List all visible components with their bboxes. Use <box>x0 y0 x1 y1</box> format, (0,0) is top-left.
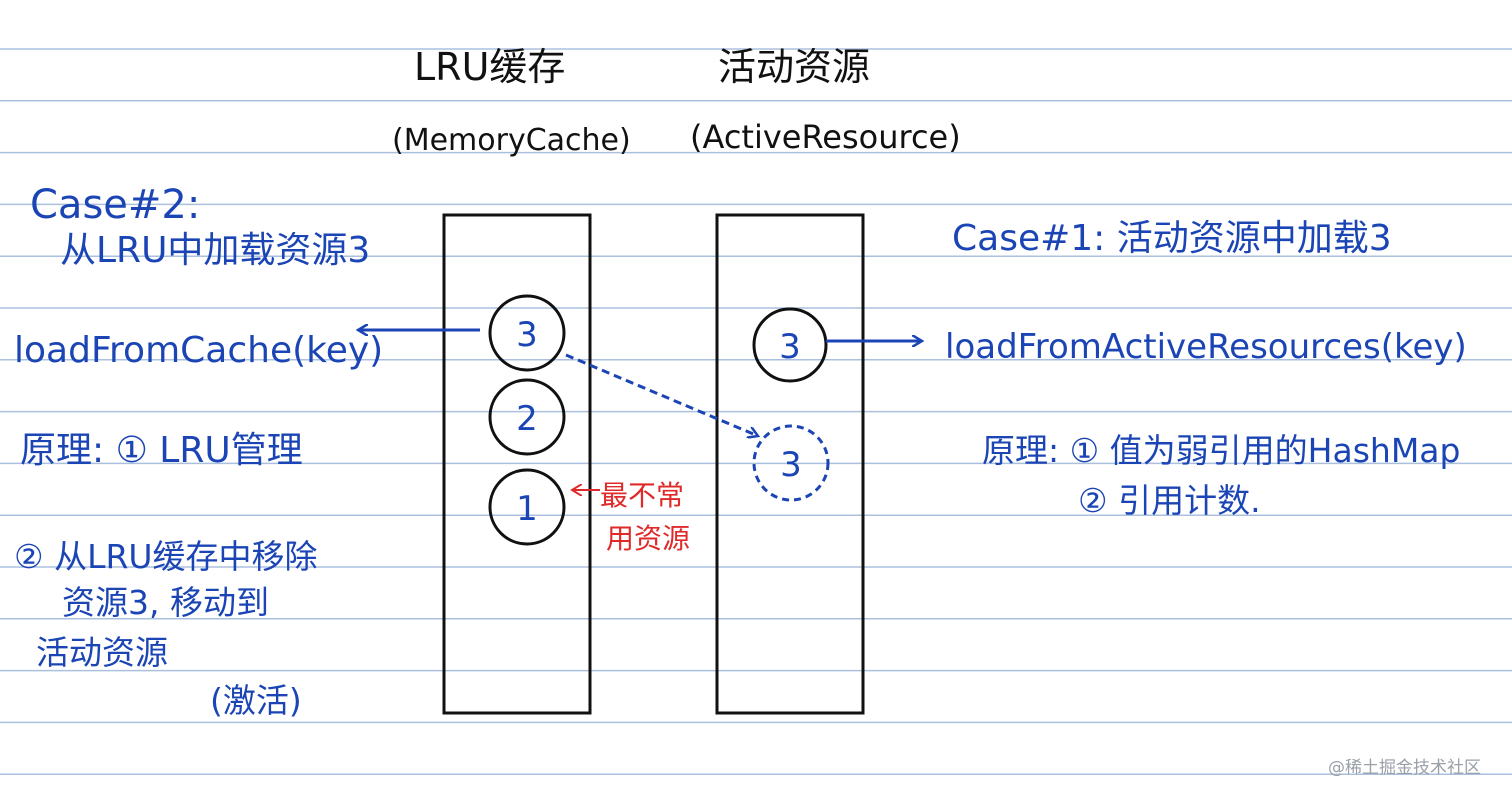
lru-principle-1: 原理: ① LRU管理 <box>20 430 303 471</box>
watermark: @稀土掘金技术社区 <box>1328 758 1481 778</box>
active-item: 3 <box>752 307 828 383</box>
least-used-note: 最不常 <box>600 479 684 512</box>
lru-principle-2: ② 从LRU缓存中移除 <box>14 537 318 576</box>
lru-subtitle: (MemoryCache) <box>392 123 631 158</box>
lru-item-label: 3 <box>516 315 538 355</box>
lru-principle-2: (激活) <box>210 681 302 720</box>
active-principle-1: 原理: ① 值为弱引用的HashMap <box>982 431 1460 470</box>
lru-item: 1 <box>488 468 566 546</box>
lru-item: 3 <box>488 294 566 372</box>
active-item-label: 3 <box>780 445 802 485</box>
lru-cache-box <box>442 213 592 715</box>
case1-title: Case#1: 活动资源中加载3 <box>952 218 1392 259</box>
dashed-move-arrow <box>565 353 758 436</box>
active-item-label: 3 <box>779 327 801 367</box>
active-subtitle: (ActiveResource) <box>690 118 961 156</box>
load-from-cache-method: loadFromCache(key) <box>14 330 383 371</box>
active-item-moved: 3 <box>752 424 830 502</box>
lru-principle-2: 资源3, 移动到 <box>62 583 269 622</box>
load-from-active-method: loadFromActiveResources(key) <box>945 327 1467 367</box>
lru-title: LRU缓存 <box>414 45 565 89</box>
ruled-lines <box>0 48 1512 775</box>
active-resource-box <box>715 213 865 715</box>
lru-item-label: 2 <box>516 399 538 439</box>
case2-title: Case#2: <box>30 182 200 228</box>
lru-item: 2 <box>488 378 566 456</box>
case2-desc: 从LRU中加载资源3 <box>60 230 370 271</box>
least-used-note: 用资源 <box>606 522 690 555</box>
lru-item-label: 1 <box>516 489 538 529</box>
active-principle-2: ② 引用计数. <box>1078 481 1261 520</box>
lru-principle-2: 活动资源 <box>36 633 168 672</box>
active-title: 活动资源 <box>718 45 870 89</box>
